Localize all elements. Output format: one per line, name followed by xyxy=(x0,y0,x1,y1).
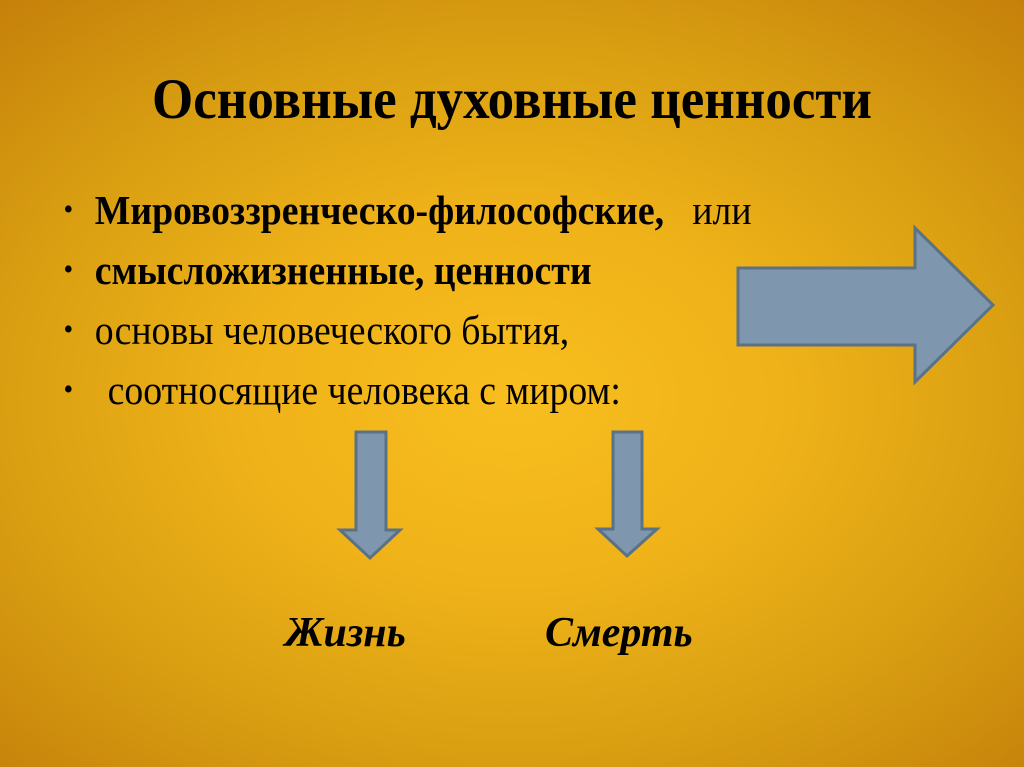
bullet-text: соотносящие человека с миром: xyxy=(107,367,621,413)
bullet-item: • Мировоззренческо-философские, или xyxy=(58,180,752,240)
arrow-right-icon xyxy=(736,224,996,386)
arrow-down-icon xyxy=(336,430,404,561)
bullet-dot: • xyxy=(63,373,74,406)
slide-title: Основные духовные ценности xyxy=(152,68,872,131)
bullet-text: основы человеческого бытия, xyxy=(94,307,570,353)
label-life: Жизнь xyxy=(285,610,406,656)
bullet-dot: • xyxy=(63,193,74,226)
bullet-dot: • xyxy=(63,313,74,346)
bullet-text: Мировоззренческо-философские, xyxy=(94,187,665,233)
bullet-text: смысложизненные, ценности xyxy=(94,247,592,293)
label-death: Смерть xyxy=(545,610,693,656)
bullet-item: • соотносящие человека с миром: xyxy=(58,360,752,420)
bullet-tail-text: или xyxy=(664,187,752,233)
bullet-list: • Мировоззренческо-философские, или • см… xyxy=(58,180,812,420)
bullet-item: • основы человеческого бытия, xyxy=(58,300,752,360)
arrow-down-icon xyxy=(594,430,661,559)
bullet-item: • смысложизненные, ценности xyxy=(58,240,752,300)
bullet-dot: • xyxy=(63,253,74,286)
